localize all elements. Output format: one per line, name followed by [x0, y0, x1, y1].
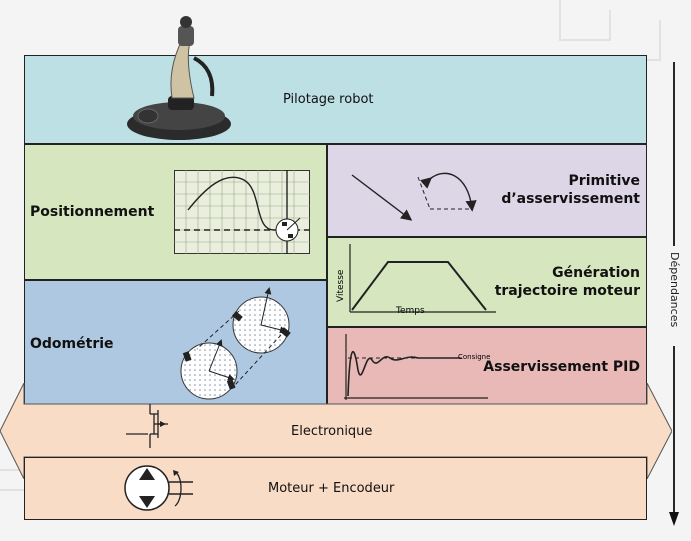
primitive-label-line2: d’asservissement	[501, 191, 640, 207]
wheels-icon	[180, 287, 291, 400]
generation-label-line1: Génération	[552, 265, 640, 281]
pid-response-plot	[344, 334, 488, 400]
electronique-label: Electronique	[291, 424, 373, 439]
moteur-label: Moteur + Encodeur	[268, 481, 395, 496]
trapezoid-profile-plot	[349, 244, 496, 313]
joystick-icon	[127, 16, 231, 140]
trajectory-xlabel: Temps	[396, 306, 425, 316]
grid-path-icon	[174, 170, 310, 254]
odometrie-label: Odométrie	[30, 336, 114, 352]
primitive-asservissement-block: Primitive d’asservissement	[327, 144, 647, 237]
pid-consigne-label: Consigne	[458, 353, 491, 361]
pid-label: Asservissement PID	[483, 359, 640, 375]
primitive-label-line1: Primitive	[568, 173, 640, 189]
electronique-arrow	[0, 383, 672, 479]
odometrie-block: Odométrie	[24, 280, 327, 407]
positionnement-block: Positionnement	[24, 144, 327, 280]
pilotage-robot-label: Pilotage robot	[283, 92, 374, 107]
asservissement-pid-block: Asservissement PID Consigne	[327, 327, 647, 407]
generation-trajectoire-block: Génération trajectoire moteur Vitesse Te…	[327, 237, 647, 327]
primitive-path-icon	[351, 172, 477, 221]
generation-label-line2: trajectoire moteur	[494, 283, 640, 299]
moteur-encodeur-block: Moteur + Encodeur	[24, 457, 647, 520]
motor-icon	[124, 465, 193, 511]
trajectory-ylabel: Vitesse	[336, 269, 346, 302]
pilotage-robot-block: Pilotage robot	[24, 55, 647, 144]
positionnement-label: Positionnement	[30, 204, 155, 220]
transistor-icon	[126, 404, 168, 448]
dependances-label: Dépendances	[668, 252, 681, 328]
